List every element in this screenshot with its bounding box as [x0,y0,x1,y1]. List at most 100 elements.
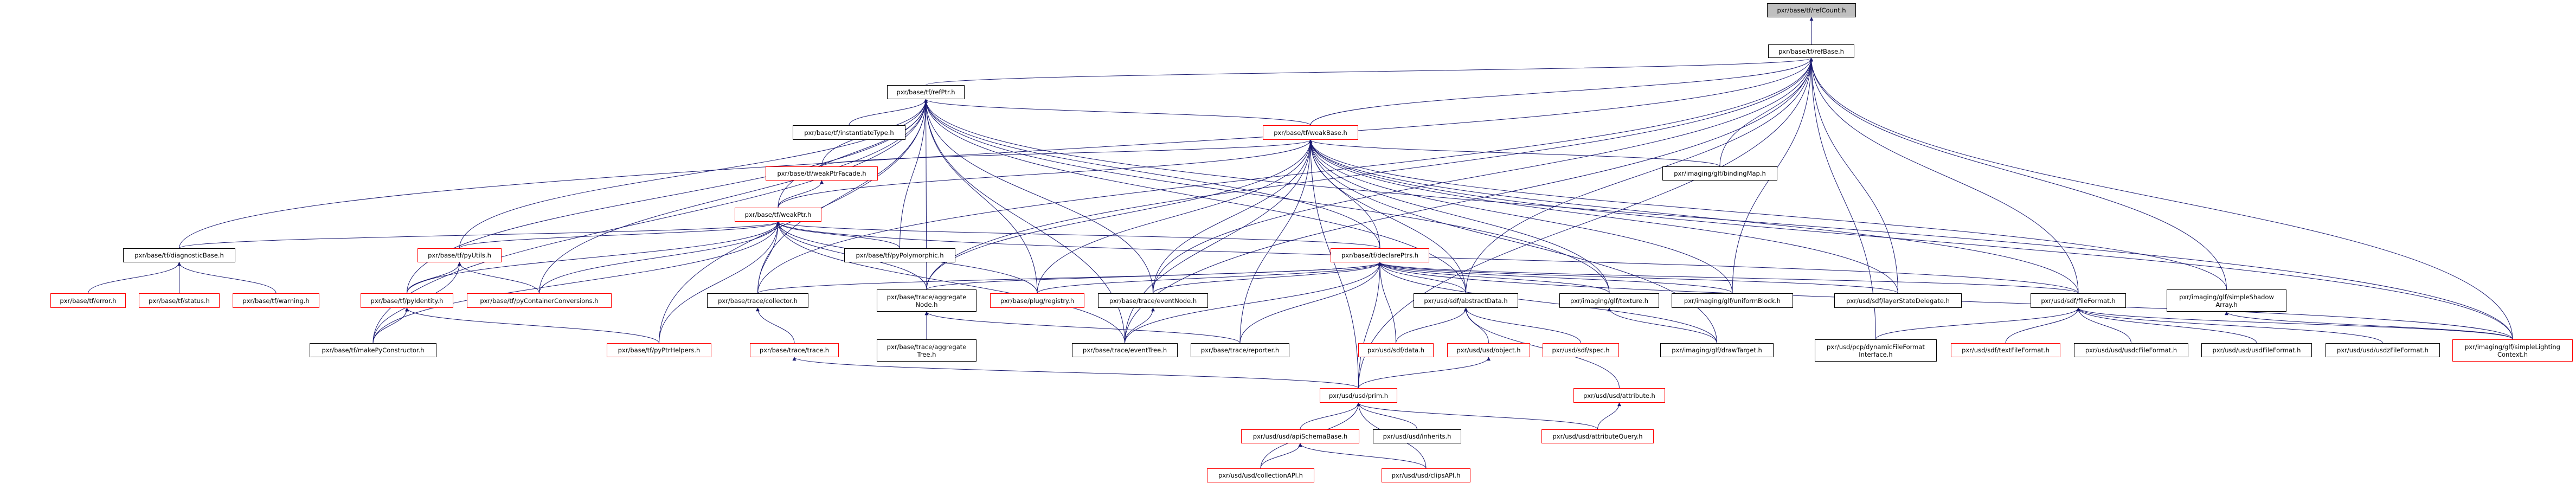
edge-attributeQuery-to-attribute [1597,402,1621,430]
node-dynamicFileFormatInterface[interactable]: pxr/usd/pcp/dynamicFileFormat Interface.… [1815,339,1937,362]
edge-layerStateDelegate-to-declarePtrs [1378,262,1898,294]
node-object[interactable]: pxr/usd/usd/object.h [1447,343,1530,357]
node-uniformBlock[interactable]: pxr/imaging/glf/uniformBlock.h [1672,293,1793,308]
node-weakPtrFacade[interactable]: pxr/base/tf/weakPtrFacade.h [766,166,878,181]
edge-attributeQuery-to-prim [1357,402,1598,430]
node-usdcFileFormat[interactable]: pxr/usd/usd/usdcFileFormat.h [2074,343,2188,357]
edge-collector-to-refBase [757,57,1813,294]
edge-aggregateNode-to-refBase [926,57,1813,290]
node-collector[interactable]: pxr/base/trace/collector.h [707,293,808,308]
node-eventNode[interactable]: pxr/base/trace/eventNode.h [1098,293,1208,308]
node-prim[interactable]: pxr/usd/usd/prim.h [1320,388,1397,403]
edge-refPtr-to-refBase [926,57,1813,86]
node-warning[interactable]: pxr/base/tf/warning.h [233,293,319,308]
edge-eventNode-to-weakBase [1153,139,1313,294]
edge-simpleLightingContext-to-refPtr [924,99,2513,340]
node-diagnosticBase[interactable]: pxr/base/tf/diagnosticBase.h [123,248,235,262]
node-pyIdentity[interactable]: pxr/base/tf/pyIdentity.h [361,293,453,308]
edge-makePyConstructor-to-pyIdentity [372,307,409,344]
edge-prim-to-declarePtrs [1358,262,1382,389]
edge-weakPtr-to-weakBase [778,139,1313,208]
edge-warning-to-diagnosticBase [177,262,277,294]
edge-registry-to-weakBase [1037,139,1313,294]
edge-pyContainerConversions-to-weakPtr [539,221,780,294]
node-fileFormat[interactable]: pxr/usd/sdf/fileFormat.h [2031,293,2126,308]
edge-usdcFileFormat-to-fileFormat [2076,307,2131,344]
node-weakPtr[interactable]: pxr/base/tf/weakPtr.h [735,208,821,222]
edge-drawTarget-to-declarePtrs [1378,262,1717,344]
edge-collector-to-declarePtrs [757,262,1382,294]
node-abstractData[interactable]: pxr/usd/sdf/abstractData.h [1414,293,1518,308]
edge-dynamicFileFormatInterface-to-refBase [1809,57,1876,340]
edge-uniformBlock-to-declarePtrs [1378,262,1733,294]
edge-usdFileFormat-to-fileFormat [2076,307,2257,344]
edge-simpleShadowArray-to-weakBase [1308,139,2227,290]
edge-prim-to-trace [792,357,1359,389]
node-attribute[interactable]: pxr/usd/usd/attribute.h [1573,388,1665,403]
edge-fileFormat-to-declarePtrs [1378,262,2079,294]
edge-weakPtrFacade-to-weakBase [821,139,1313,167]
edge-layerStateDelegate-to-weakBase [1308,139,1898,294]
node-refCount: pxr/base/tf/refCount.h [1767,3,1856,17]
node-makePyConstructor[interactable]: pxr/base/tf/makePyConstructor.h [310,343,436,357]
edge-pyPtrHelpers-to-weakPtr [659,221,780,344]
node-declarePtrs[interactable]: pxr/base/tf/declarePtrs.h [1331,248,1429,262]
edge-prim-to-weakBase [1308,139,1359,389]
node-pyPolymorphic[interactable]: pxr/base/tf/pyPolymorphic.h [844,248,955,262]
edge-declarePtrs-to-refPtr [924,99,1380,249]
node-data[interactable]: pxr/usd/sdf/data.h [1358,343,1434,357]
node-simpleShadowArray[interactable]: pxr/imaging/glf/simpleShadow Array.h [2167,289,2286,312]
node-refBase[interactable]: pxr/base/tf/refBase.h [1768,44,1854,58]
node-pyUtils[interactable]: pxr/base/tf/pyUtils.h [417,248,502,262]
node-texture[interactable]: pxr/imaging/glf/texture.h [1559,293,1659,308]
edge-prim-to-refBase [1358,57,1813,389]
node-aggregateNode[interactable]: pxr/base/trace/aggregate Node.h [877,289,977,312]
node-instantiateType[interactable]: pxr/base/tf/instantiateType.h [793,125,905,140]
edge-spec-to-abstractData [1464,307,1581,344]
edge-prim-to-object [1358,357,1491,389]
node-apiSchemaBase[interactable]: pxr/usd/usd/apiSchemaBase.h [1241,429,1359,443]
node-attributeQuery[interactable]: pxr/usd/usd/attributeQuery.h [1541,429,1654,443]
node-reporter[interactable]: pxr/base/trace/reporter.h [1191,343,1289,357]
edge-simpleLightingContext-to-simpleShadowArray [2225,311,2513,340]
edge-texture-to-weakBase [1308,139,1610,294]
edge-simpleShadowArray-to-refBase [1809,57,2227,290]
node-drawTarget[interactable]: pxr/imaging/glf/drawTarget.h [1660,343,1774,357]
node-layerStateDelegate[interactable]: pxr/usd/sdf/layerStateDelegate.h [1834,293,1962,308]
node-simpleLightingContext[interactable]: pxr/imaging/glf/simpleLighting Context.h [2452,339,2573,362]
node-error[interactable]: pxr/base/tf/error.h [50,293,126,308]
edge-eventNode-to-refBase [1153,57,1813,294]
edge-usdzFileFormat-to-fileFormat [2076,307,2383,344]
node-textFileFormat[interactable]: pxr/usd/sdf/textFileFormat.h [1951,343,2060,357]
node-usdzFileFormat[interactable]: pxr/usd/usd/usdzFileFormat.h [2326,343,2440,357]
edge-clipsAPI-to-apiSchemaBase [1298,443,1427,469]
node-refPtr[interactable]: pxr/base/tf/refPtr.h [887,85,965,99]
edge-pyPolymorphic-to-refPtr [900,99,928,249]
node-aggregateTree[interactable]: pxr/base/trace/aggregate Tree.h [877,339,977,362]
node-status[interactable]: pxr/base/tf/status.h [139,293,220,308]
node-pyPtrHelpers[interactable]: pxr/base/tf/pyPtrHelpers.h [607,343,711,357]
edge-pyPtrHelpers-to-pyIdentity [405,307,659,344]
edge-trace-to-collector [756,307,795,344]
node-collectionAPI[interactable]: pxr/usd/usd/collectionAPI.h [1207,468,1314,482]
node-weakBase[interactable]: pxr/base/tf/weakBase.h [1263,125,1358,140]
edge-error-to-diagnosticBase [88,262,181,294]
edge-eventTree-to-refBase [1125,57,1813,344]
node-bindingMap[interactable]: pxr/imaging/glf/bindingMap.h [1662,166,1777,181]
edge-abstractData-to-declarePtrs [1378,262,1466,294]
node-trace[interactable]: pxr/base/trace/trace.h [750,343,839,357]
node-eventTree[interactable]: pxr/base/trace/eventTree.h [1072,343,1178,357]
node-pyContainerConversions[interactable]: pxr/base/tf/pyContainerConversions.h [467,293,612,308]
node-clipsAPI[interactable]: pxr/usd/usd/clipsAPI.h [1382,468,1470,482]
node-inherits[interactable]: pxr/usd/usd/inherits.h [1373,429,1461,443]
edge-apiSchemaBase-to-prim [1300,402,1360,430]
edge-fileFormat-to-weakBase [1308,139,2079,294]
edge-diagnosticBase-to-refBase [179,57,1813,249]
edge-abstractData-to-weakBase [1308,139,1466,294]
node-usdFileFormat[interactable]: pxr/usd/usd/usdFileFormat.h [2201,343,2312,357]
node-registry[interactable]: pxr/base/plug/registry.h [990,293,1084,308]
edge-eventTree-to-eventNode [1125,307,1155,344]
node-spec[interactable]: pxr/usd/sdf/spec.h [1543,343,1619,357]
edge-pyIdentity-to-weakPtr [407,221,780,294]
